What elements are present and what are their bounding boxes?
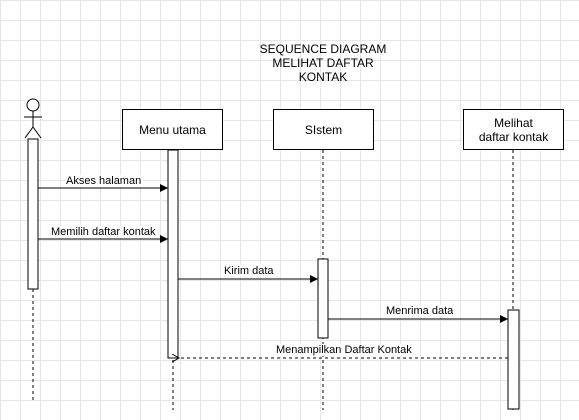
lifeline-melihat-daftar-kontak[interactable]: Melihat daftar kontak [463,109,564,150]
lifeline-melihat-daftar-kontak-label: Melihat daftar kontak [478,115,549,144]
diagram-title: SEQUENCE DIAGRAM MELIHAT DAFTAR KONTAK [223,42,423,84]
sistem-activation [317,258,329,339]
lifeline-sistem[interactable]: SIstem [273,109,374,150]
actor-activation [27,138,39,290]
lifeline-menu-utama-label: Menu utama [139,122,206,137]
title-line-3: KONTAK [298,70,348,84]
message-label-1: Akses halaman [65,175,143,187]
menu-activation [167,149,179,359]
title-line-1: SEQUENCE DIAGRAM [259,42,387,56]
lifeline-menu-utama[interactable]: Menu utama [122,109,223,150]
message-label-4: Menrima data [385,305,455,317]
lihat-activation [507,309,520,410]
actor-icon [24,98,42,139]
message-label-3: Kirim data [223,265,275,277]
lifeline-sistem-label: SIstem [304,122,343,137]
title-line-2: MELIHAT DAFTAR [272,56,374,70]
message-label-2: Memilih daftar kontak [50,226,157,238]
message-label-5: Menampilkan Daftar Kontak [275,344,413,356]
